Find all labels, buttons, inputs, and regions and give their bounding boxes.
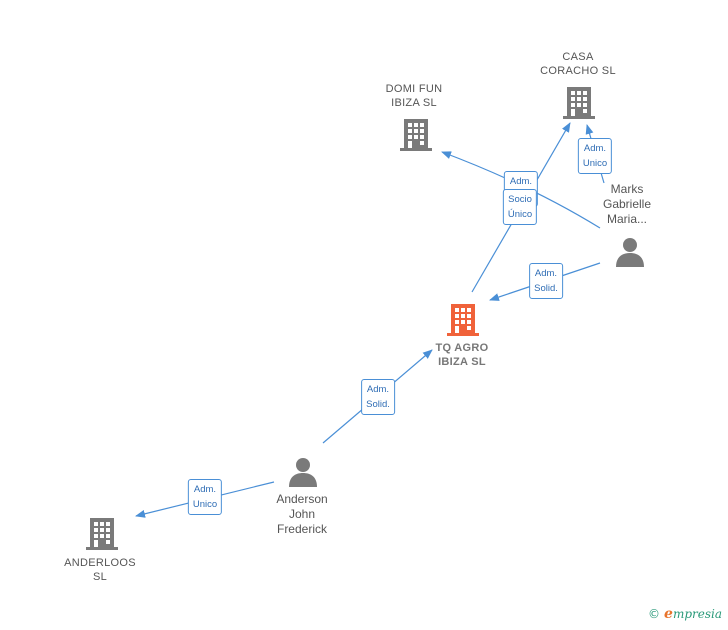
edge-label-marks-tq: Adm. Solid.: [529, 263, 563, 299]
node-label-domi[interactable]: DOMI FUN IBIZA SL: [385, 83, 443, 109]
copyright-icon: ©: [648, 607, 661, 621]
node-label-marks[interactable]: Marks Gabrielle Maria...: [602, 182, 652, 226]
person-icon-marks[interactable]: [616, 238, 644, 267]
edge-label-marks-casa: Adm. Unico: [577, 138, 613, 174]
brand-name: mpresia: [672, 607, 722, 621]
node-label-anderloos[interactable]: ANDERLOOS SL: [64, 557, 136, 583]
node-label-tq[interactable]: TQ AGRO IBIZA SL: [435, 342, 489, 368]
edge-label-anderson-tq: Adm. Solid.: [361, 379, 395, 415]
company-building-icon-domi[interactable]: [400, 119, 432, 151]
node-label-anderson[interactable]: Anderson John Frederick: [276, 492, 328, 536]
company-building-icon-casa[interactable]: [563, 87, 595, 119]
brand-logo: ©empresia: [648, 606, 722, 622]
brand-initial: e: [664, 606, 673, 622]
person-icon-anderson[interactable]: [289, 458, 317, 487]
company-building-icon-anderloos[interactable]: [86, 518, 118, 550]
edge-label-anderson-anderloos: Adm. Unico: [187, 479, 223, 515]
company-building-icon-tq[interactable]: [447, 304, 479, 336]
node-label-casa[interactable]: CASA CORACHO SL: [540, 51, 616, 77]
edge-label-tq-casa: Socio Único: [502, 189, 538, 225]
